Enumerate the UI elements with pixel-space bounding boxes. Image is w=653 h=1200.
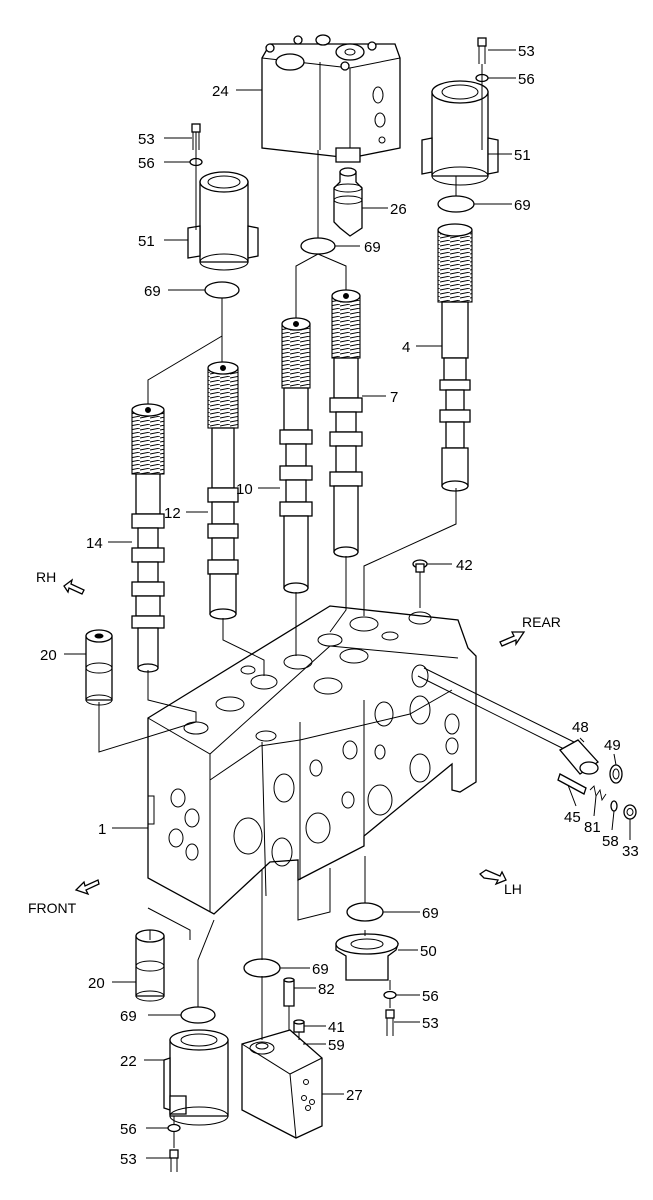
callout-27: 27 (346, 1087, 363, 1104)
part-51-cover-left (187, 171, 259, 271)
part-51-cover-right (421, 80, 499, 186)
callout-26: 26 (390, 201, 407, 218)
bolt-53-bottom-right (385, 1009, 395, 1036)
callout-51: 51 (514, 147, 531, 164)
callout-1: 1 (98, 821, 106, 838)
callout-49: 49 (604, 737, 621, 754)
o-ring-69-c (204, 281, 240, 299)
o-ring-69-b (300, 237, 336, 255)
callout-48: 48 (572, 719, 589, 736)
callout-69: 69 (364, 239, 381, 256)
bolt-53-bottom-left (169, 1149, 179, 1172)
callout-53: 53 (120, 1151, 137, 1168)
part-26-plug (333, 167, 363, 237)
callout-58: 58 (602, 833, 619, 850)
part-20-bottom (135, 929, 165, 1002)
callout-56: 56 (422, 988, 439, 1005)
assembly-lines (98, 64, 483, 1148)
callout-41: 41 (328, 1019, 345, 1036)
callout-56: 56 (120, 1121, 137, 1138)
part-45-pin (557, 773, 587, 795)
callout-4: 4 (402, 339, 410, 356)
part-58-o-ring (610, 800, 618, 812)
callout-69: 69 (312, 961, 329, 978)
direction-lh: LH (504, 881, 522, 897)
part-24-cover-block (261, 34, 401, 163)
part-27-block (241, 1029, 323, 1139)
o-ring-69-d (346, 902, 384, 922)
direction-rear: REAR (522, 614, 561, 630)
callout-59: 59 (328, 1037, 345, 1054)
part-20-top (85, 629, 113, 706)
callout-53: 53 (422, 1015, 439, 1032)
callout-42: 42 (456, 557, 473, 574)
spool-12 (207, 361, 239, 620)
callout-20: 20 (40, 647, 57, 664)
part-50-cover (335, 933, 399, 981)
callout-33: 33 (622, 843, 639, 860)
bolt-53-top-left (191, 123, 201, 150)
rear-arrow-icon (499, 631, 526, 647)
callout-69: 69 (144, 283, 161, 300)
callout-81: 81 (584, 819, 601, 836)
callout-20: 20 (88, 975, 105, 992)
direction-front: FRONT (28, 900, 77, 916)
o-ring-69-e (243, 958, 281, 978)
spool-4 (437, 223, 473, 492)
part-81-spring (589, 785, 607, 802)
direction-rh: RH (36, 569, 56, 585)
front-arrow-icon (74, 879, 100, 896)
part-1-valve-body (147, 605, 477, 915)
callout-22: 22 (120, 1053, 137, 1070)
callout-51: 51 (138, 233, 155, 250)
callout-10: 10 (236, 481, 253, 498)
bolt-53-top-right (477, 37, 487, 64)
callout-69: 69 (514, 197, 531, 214)
spool-7 (329, 289, 363, 558)
part-42-plug (412, 559, 428, 573)
callout-24: 24 (212, 83, 229, 100)
part-82-pin (283, 977, 295, 1007)
callout-14: 14 (86, 535, 103, 552)
part-33-plug (623, 804, 637, 820)
lh-arrow-icon (478, 869, 507, 886)
callout-56: 56 (138, 155, 155, 172)
callout-53: 53 (518, 43, 535, 60)
spool-10 (279, 317, 313, 594)
part-49-cap (609, 764, 623, 784)
o-ring-69-f (180, 1006, 216, 1024)
o-ring-69-a (437, 195, 475, 213)
spool-14 (131, 403, 165, 673)
callout-82: 82 (318, 981, 335, 998)
part-41-plug (293, 1019, 305, 1033)
callout-12: 12 (164, 505, 181, 522)
callout-50: 50 (420, 943, 437, 960)
callout-56: 56 (518, 71, 535, 88)
leader-lines (64, 49, 631, 1159)
callout-69: 69 (422, 905, 439, 922)
washer-56-bottom-right (383, 990, 397, 1000)
callout-69: 69 (120, 1008, 137, 1025)
callout-53: 53 (138, 131, 155, 148)
part-48-rod (417, 667, 599, 775)
part-22-cover (163, 1029, 229, 1126)
callout-45: 45 (564, 809, 581, 826)
washer-56-bottom-left (167, 1123, 181, 1133)
callout-7: 7 (390, 389, 398, 406)
rh-arrow-icon (63, 578, 85, 595)
